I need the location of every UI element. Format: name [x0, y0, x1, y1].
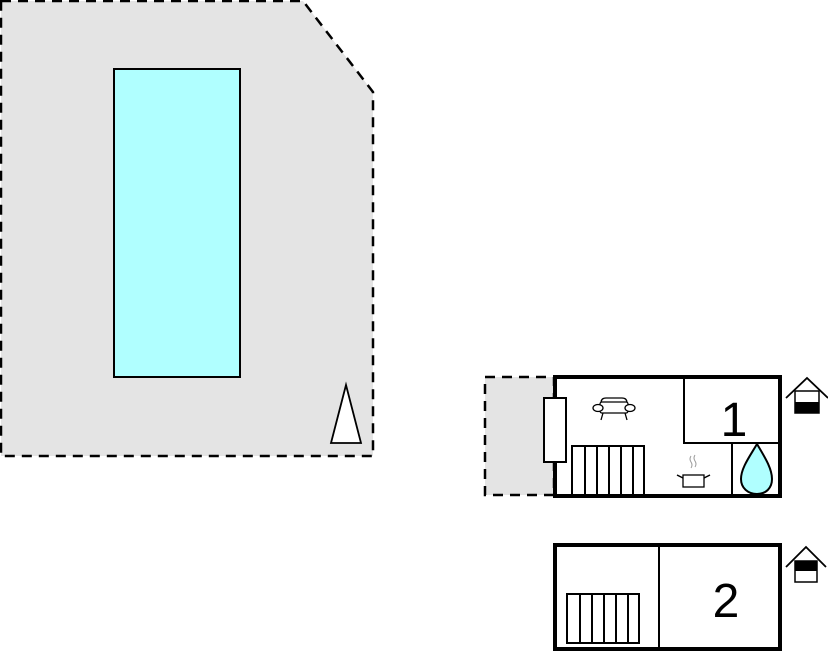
stairs-icon	[566, 593, 640, 644]
floor-2: 2	[553, 543, 782, 651]
room-number-2: 2	[713, 575, 740, 628]
room-number-1: 1	[721, 394, 748, 447]
bedroom-1	[683, 377, 780, 444]
floor-1: 1	[483, 375, 782, 498]
house-ground-floor-icon	[785, 376, 828, 414]
swimming-pool	[113, 68, 241, 378]
outdoor-area	[0, 0, 375, 458]
sofa-icon	[592, 397, 636, 421]
door-icon	[543, 397, 567, 463]
terrace	[483, 375, 556, 497]
north-arrow-icon	[329, 381, 363, 444]
house-upper-floor-icon	[785, 545, 827, 583]
cooking-pot-icon	[676, 454, 711, 488]
water-drop-icon	[739, 442, 774, 496]
stairs-icon	[571, 445, 645, 496]
